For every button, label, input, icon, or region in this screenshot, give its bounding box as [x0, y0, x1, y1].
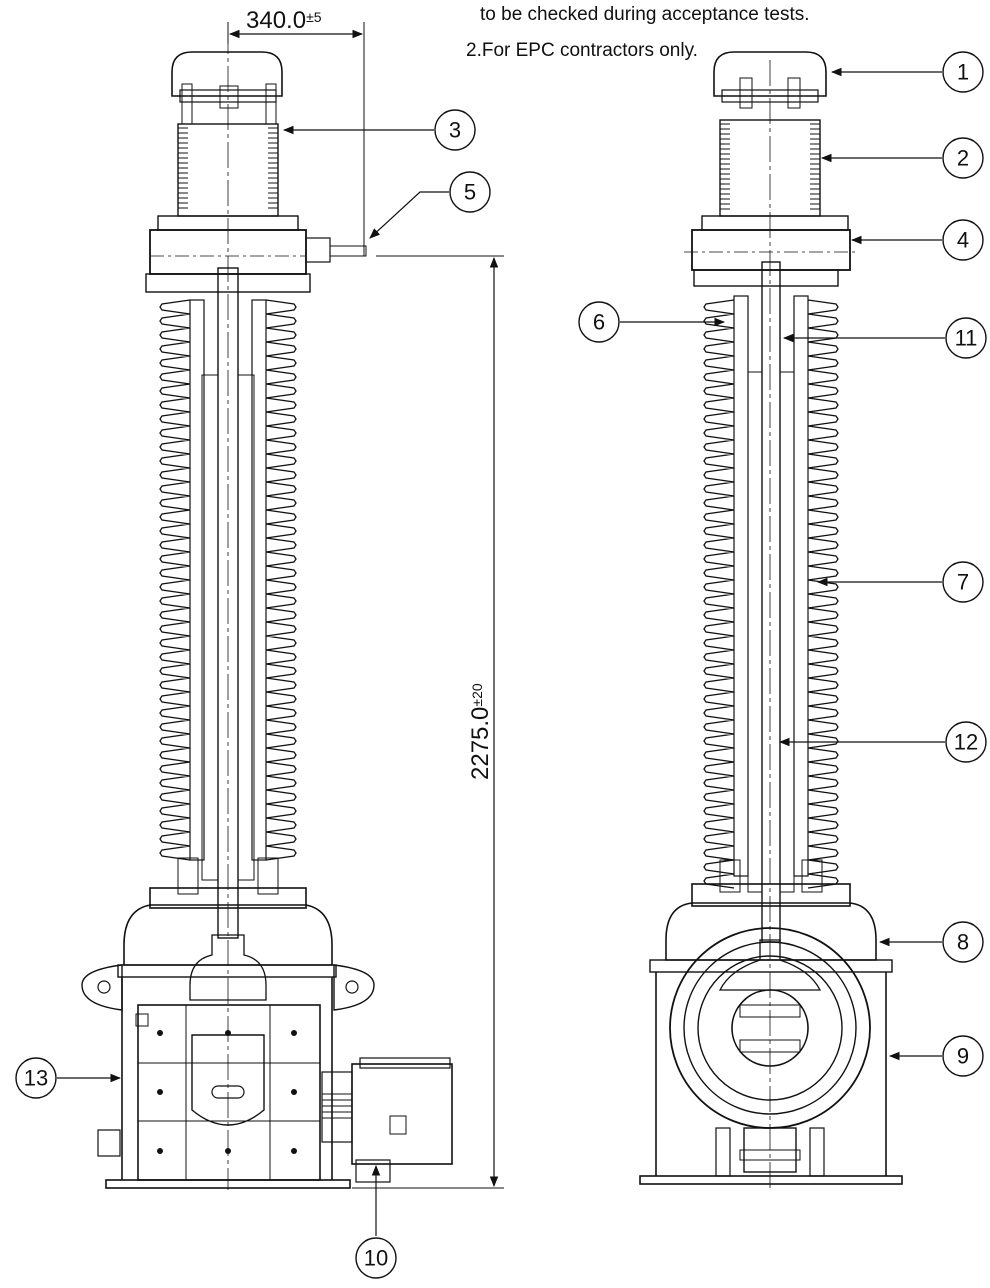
left-lower-flange — [149, 887, 307, 909]
balloon-5: 5 — [369, 171, 491, 239]
svg-text:8: 8 — [957, 930, 969, 955]
left-head-terminal — [219, 85, 239, 109]
dimension-height-value: 2275.0±20 — [467, 683, 494, 780]
balloon-6: 6 — [578, 301, 726, 343]
dimension-top-width: 340.0±5 — [227, 7, 365, 256]
right-base-plate — [639, 1175, 903, 1185]
right-hatched-tube — [747, 371, 763, 893]
right-insulator-sheds-left — [703, 299, 735, 889]
svg-text:2: 2 — [957, 146, 969, 171]
svg-text:13: 13 — [24, 1066, 48, 1091]
dimension-height: 2275.0±20 — [352, 255, 504, 1189]
svg-text:1: 1 — [957, 60, 969, 85]
balloon-9: 9 — [888, 1035, 984, 1077]
svg-text:3: 3 — [449, 118, 461, 143]
right-lower-flange — [691, 883, 851, 907]
balloon-13: 13 — [15, 1057, 122, 1099]
balloon-1: 1 — [830, 51, 984, 93]
balloon-10: 10 — [355, 1164, 397, 1279]
svg-text:12: 12 — [954, 730, 978, 755]
left-terminal-fins — [322, 1093, 352, 1119]
balloon-2: 2 — [820, 137, 984, 179]
left-view — [81, 28, 453, 1190]
balloon-11: 11 — [782, 317, 987, 359]
left-lifting-ear — [81, 964, 123, 1011]
left-ct-bolts — [157, 1030, 297, 1154]
note-line-2: 2.For EPC contractors only. — [466, 40, 698, 61]
left-flange-ring — [145, 273, 311, 293]
right-lifting-ear — [333, 964, 375, 1011]
dimension-top-value: 340.0±5 — [246, 7, 322, 34]
svg-text:7: 7 — [957, 570, 969, 595]
svg-text:5: 5 — [464, 180, 476, 205]
left-base-plate — [105, 1179, 351, 1189]
left-insulator-sheds-left — [159, 299, 191, 861]
right-neck — [718, 939, 822, 991]
right-torus-inner — [697, 955, 843, 1101]
balloon-8: 8 — [878, 921, 984, 963]
right-dome — [665, 902, 877, 961]
right-hatched-tube — [779, 371, 795, 893]
left-terminal-lug — [305, 237, 331, 263]
left-secondary-terminal-box — [351, 1063, 453, 1165]
right-center-conductor — [761, 261, 781, 943]
left-dome — [123, 904, 333, 966]
left-bellows-ribs — [178, 127, 278, 209]
note-line-1: to be checked during acceptance tests. — [480, 4, 810, 25]
right-insulator-sheds-right — [807, 299, 839, 889]
right-top-flange — [691, 229, 851, 271]
svg-text:9: 9 — [957, 1044, 969, 1069]
right-head-cap — [713, 51, 827, 97]
svg-text:4: 4 — [957, 228, 969, 253]
left-primary-loop — [191, 1034, 265, 1126]
svg-text:6: 6 — [593, 310, 605, 335]
svg-text:10: 10 — [364, 1246, 388, 1271]
left-center-conductor — [217, 267, 239, 939]
left-grounding-terminal — [97, 1129, 121, 1157]
balloon-7: 7 — [816, 561, 984, 603]
right-view — [639, 51, 903, 1190]
balloon-3: 3 — [282, 109, 476, 151]
svg-text:11: 11 — [955, 326, 978, 351]
balloon-12: 12 — [778, 721, 987, 763]
right-top-plate — [701, 215, 849, 231]
right-flange-ring — [693, 269, 839, 287]
right-bellows-ribs — [720, 123, 820, 210]
left-stem — [189, 934, 267, 1001]
left-head-cap — [171, 51, 283, 97]
left-terminal-pad — [329, 245, 367, 257]
left-insulator-sheds-right — [265, 299, 297, 861]
balloon-4: 4 — [850, 219, 984, 261]
